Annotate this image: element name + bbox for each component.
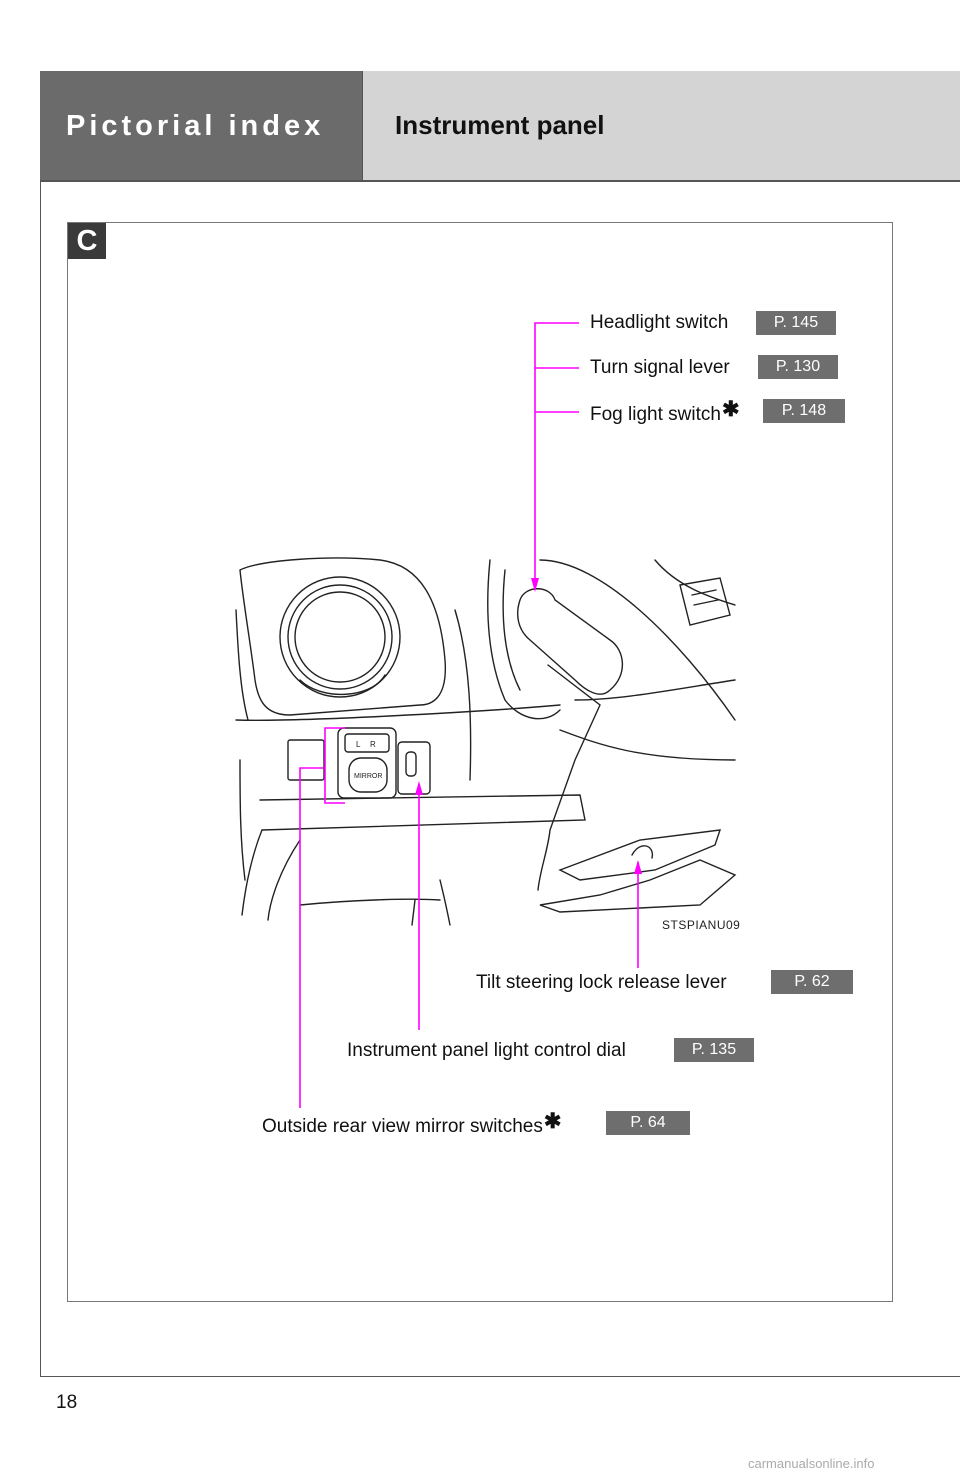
page-ref-mirror: P. 64	[606, 1111, 690, 1135]
page-number: 18	[56, 1392, 78, 1413]
switch-label-mirror: MIRROR	[354, 773, 382, 780]
leader-mirror	[299, 727, 345, 1108]
page-title: Instrument panel	[395, 110, 605, 140]
arrowhead-dimmer	[415, 781, 423, 795]
callout-tilt-steering-lock: Tilt steering lock release lever	[476, 972, 727, 993]
gauge-ring-mid	[287, 584, 393, 690]
section-tab: Pictorial index	[40, 71, 362, 181]
callout-panel-light-dial: Instrument panel light control dial	[347, 1040, 626, 1061]
callout-headlight-switch: Headlight switch	[590, 312, 729, 333]
page-ref-turn-signal: P. 130	[758, 355, 838, 379]
watermark: carmanualsonline.info	[748, 1456, 875, 1471]
steering-cover	[539, 859, 737, 913]
dimmer-panel	[397, 741, 431, 795]
page-ref-tilt-steering: P. 62	[771, 970, 853, 994]
header-rule	[40, 180, 960, 182]
gauge-ring-outer	[279, 576, 401, 698]
callout-turn-signal-lever: Turn signal lever	[590, 357, 730, 378]
page-frame	[40, 71, 960, 1377]
image-code: STSPIANU09	[662, 918, 741, 932]
gauge-hood	[239, 557, 446, 716]
section-title: Pictorial index	[66, 109, 325, 142]
asterisk-icon: ✱	[543, 1110, 562, 1133]
leader-bracket-top	[534, 322, 579, 590]
page-ref-panel-light: P. 135	[674, 1038, 754, 1062]
figure-box	[67, 222, 893, 1302]
page-ref-fog-light: P. 148	[763, 399, 845, 423]
page-header: Instrument panel	[362, 71, 960, 181]
switch-label-r: R	[370, 740, 376, 749]
callout-mirror-switches: Outside rear view mirror switches✱	[262, 1110, 562, 1137]
gauge-ring-inner	[294, 591, 386, 683]
arrowhead-tilt	[634, 860, 642, 874]
mirror-switch-panel	[337, 727, 397, 799]
asterisk-icon: ✱	[721, 398, 740, 421]
page-ref-headlight: P. 145	[756, 311, 836, 335]
turn-signal-lever	[517, 588, 624, 695]
figure-badge: C	[68, 223, 106, 259]
arrowhead-lever	[531, 578, 539, 592]
lower-dash	[259, 794, 586, 831]
callout-fog-light-switch: Fog light switch✱	[590, 398, 740, 425]
switch-label-l: L	[356, 740, 361, 749]
